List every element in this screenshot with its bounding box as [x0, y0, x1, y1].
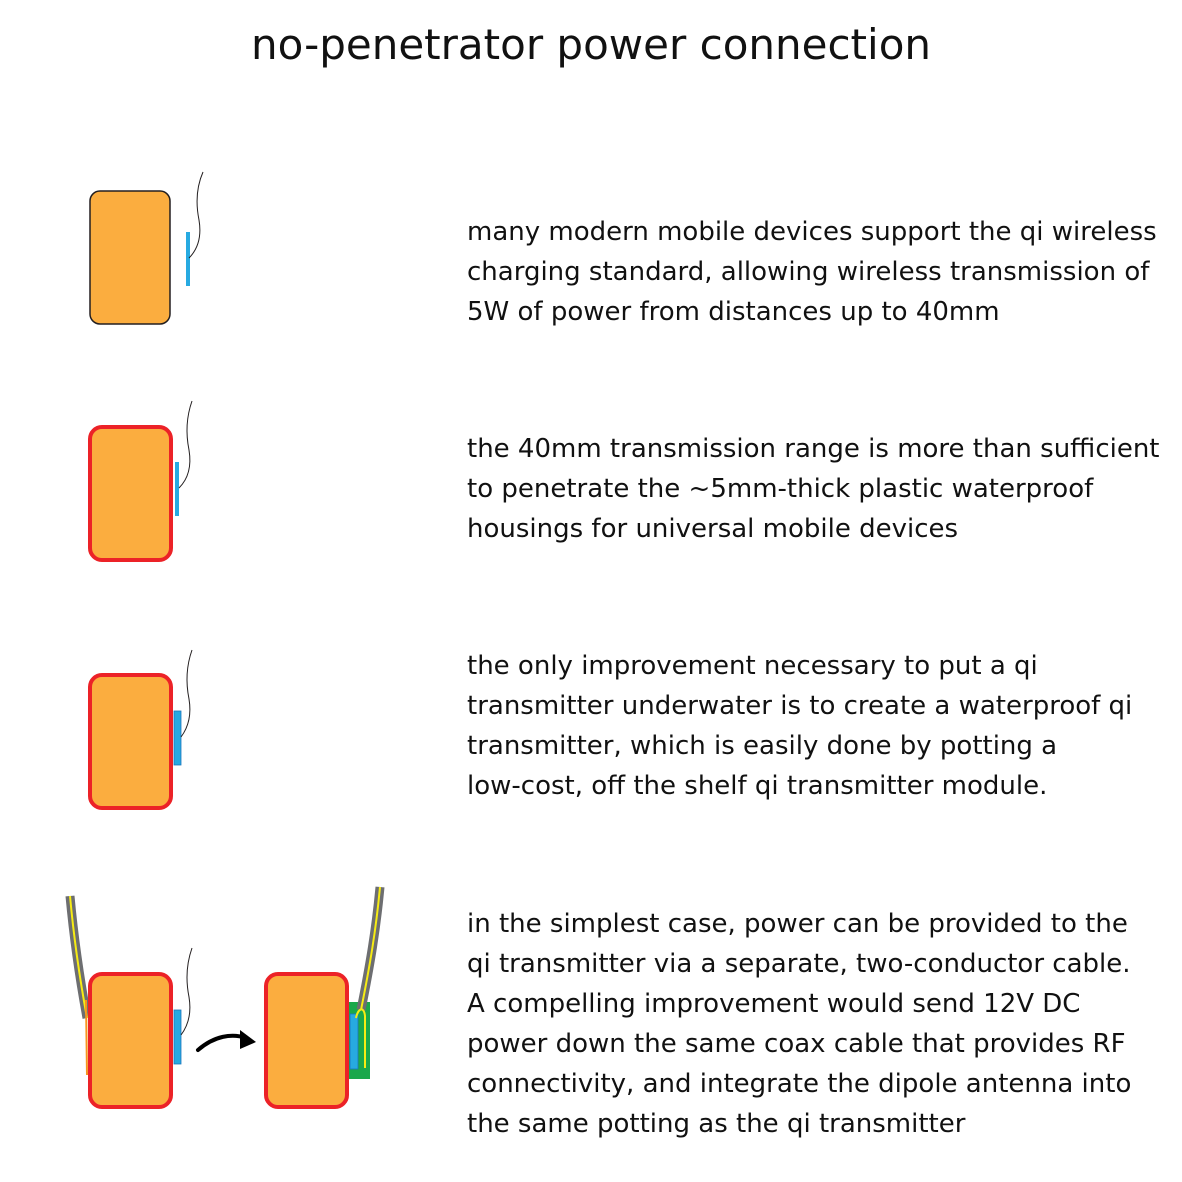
power-wire [188, 171, 204, 259]
caption-line: the only improvement necessary to put a … [467, 651, 1038, 681]
caption-line: connectivity, and integrate the dipole a… [467, 1069, 1132, 1099]
transition-arrow [196, 1030, 256, 1052]
caption-line: charging standard, allowing wireless tra… [467, 257, 1150, 287]
caption-power-cable: in the simplest case, power can be provi… [467, 904, 1167, 1144]
arrow-shaft [196, 1033, 248, 1052]
mobile-device [89, 190, 171, 325]
antenna-lead-orange [85, 999, 88, 1076]
caption-line: transmitter, which is easily done by pot… [467, 731, 1058, 761]
caption-line: qi transmitter via a separate, two-condu… [467, 949, 1131, 979]
caption-line: 5W of power from distances up to 40mm [467, 297, 1000, 327]
potted-qi-transmitter [173, 710, 182, 766]
caption-transmission-range: the 40mm transmission range is more than… [467, 429, 1167, 549]
caption-line: in the simplest case, power can be provi… [467, 909, 1128, 939]
caption-line: the same potting as the qi transmitter [467, 1109, 966, 1139]
power-wire [178, 400, 193, 489]
caption-line: to penetrate the ~5mm-thick plastic wate… [467, 474, 1094, 504]
power-wire [180, 649, 193, 738]
housed-device [88, 972, 173, 1109]
caption-line: low-cost, off the shelf qi transmitter m… [467, 771, 1048, 801]
caption-line: power down the same coax cable that prov… [467, 1029, 1126, 1059]
page-title: no-penetrator power connection [250, 20, 932, 69]
caption-line: A compelling improvement would send 12V … [467, 989, 1081, 1019]
coax-cable-inner [360, 886, 381, 1011]
caption-line: many modern mobile devices support the q… [467, 217, 1157, 247]
potted-qi-transmitter [173, 1009, 182, 1065]
diagram-device-with-coil [89, 171, 204, 325]
caption-line: the 40mm transmission range is more than… [467, 434, 1160, 464]
diagram-integrated-coax [264, 886, 385, 1109]
diagram-potted-transmitter [88, 649, 193, 810]
caption-line: transmitter underwater is to create a wa… [467, 691, 1133, 721]
caption-qi-standard: many modern mobile devices support the q… [467, 212, 1167, 332]
coax-cable-inner [69, 895, 88, 1019]
potted-qi-transmitter [349, 1013, 359, 1070]
housed-device [88, 673, 173, 810]
housed-device [264, 972, 349, 1109]
housed-device [88, 425, 173, 562]
caption-waterproof-transmitter: the only improvement necessary to put a … [467, 646, 1167, 806]
caption-line: housings for universal mobile devices [467, 514, 959, 544]
arrow-head [240, 1030, 256, 1049]
diagram-separate-cable [65, 895, 193, 1109]
power-wire [180, 947, 193, 1036]
dipole-antenna [355, 1008, 366, 1068]
diagram-device-in-housing [88, 400, 193, 562]
